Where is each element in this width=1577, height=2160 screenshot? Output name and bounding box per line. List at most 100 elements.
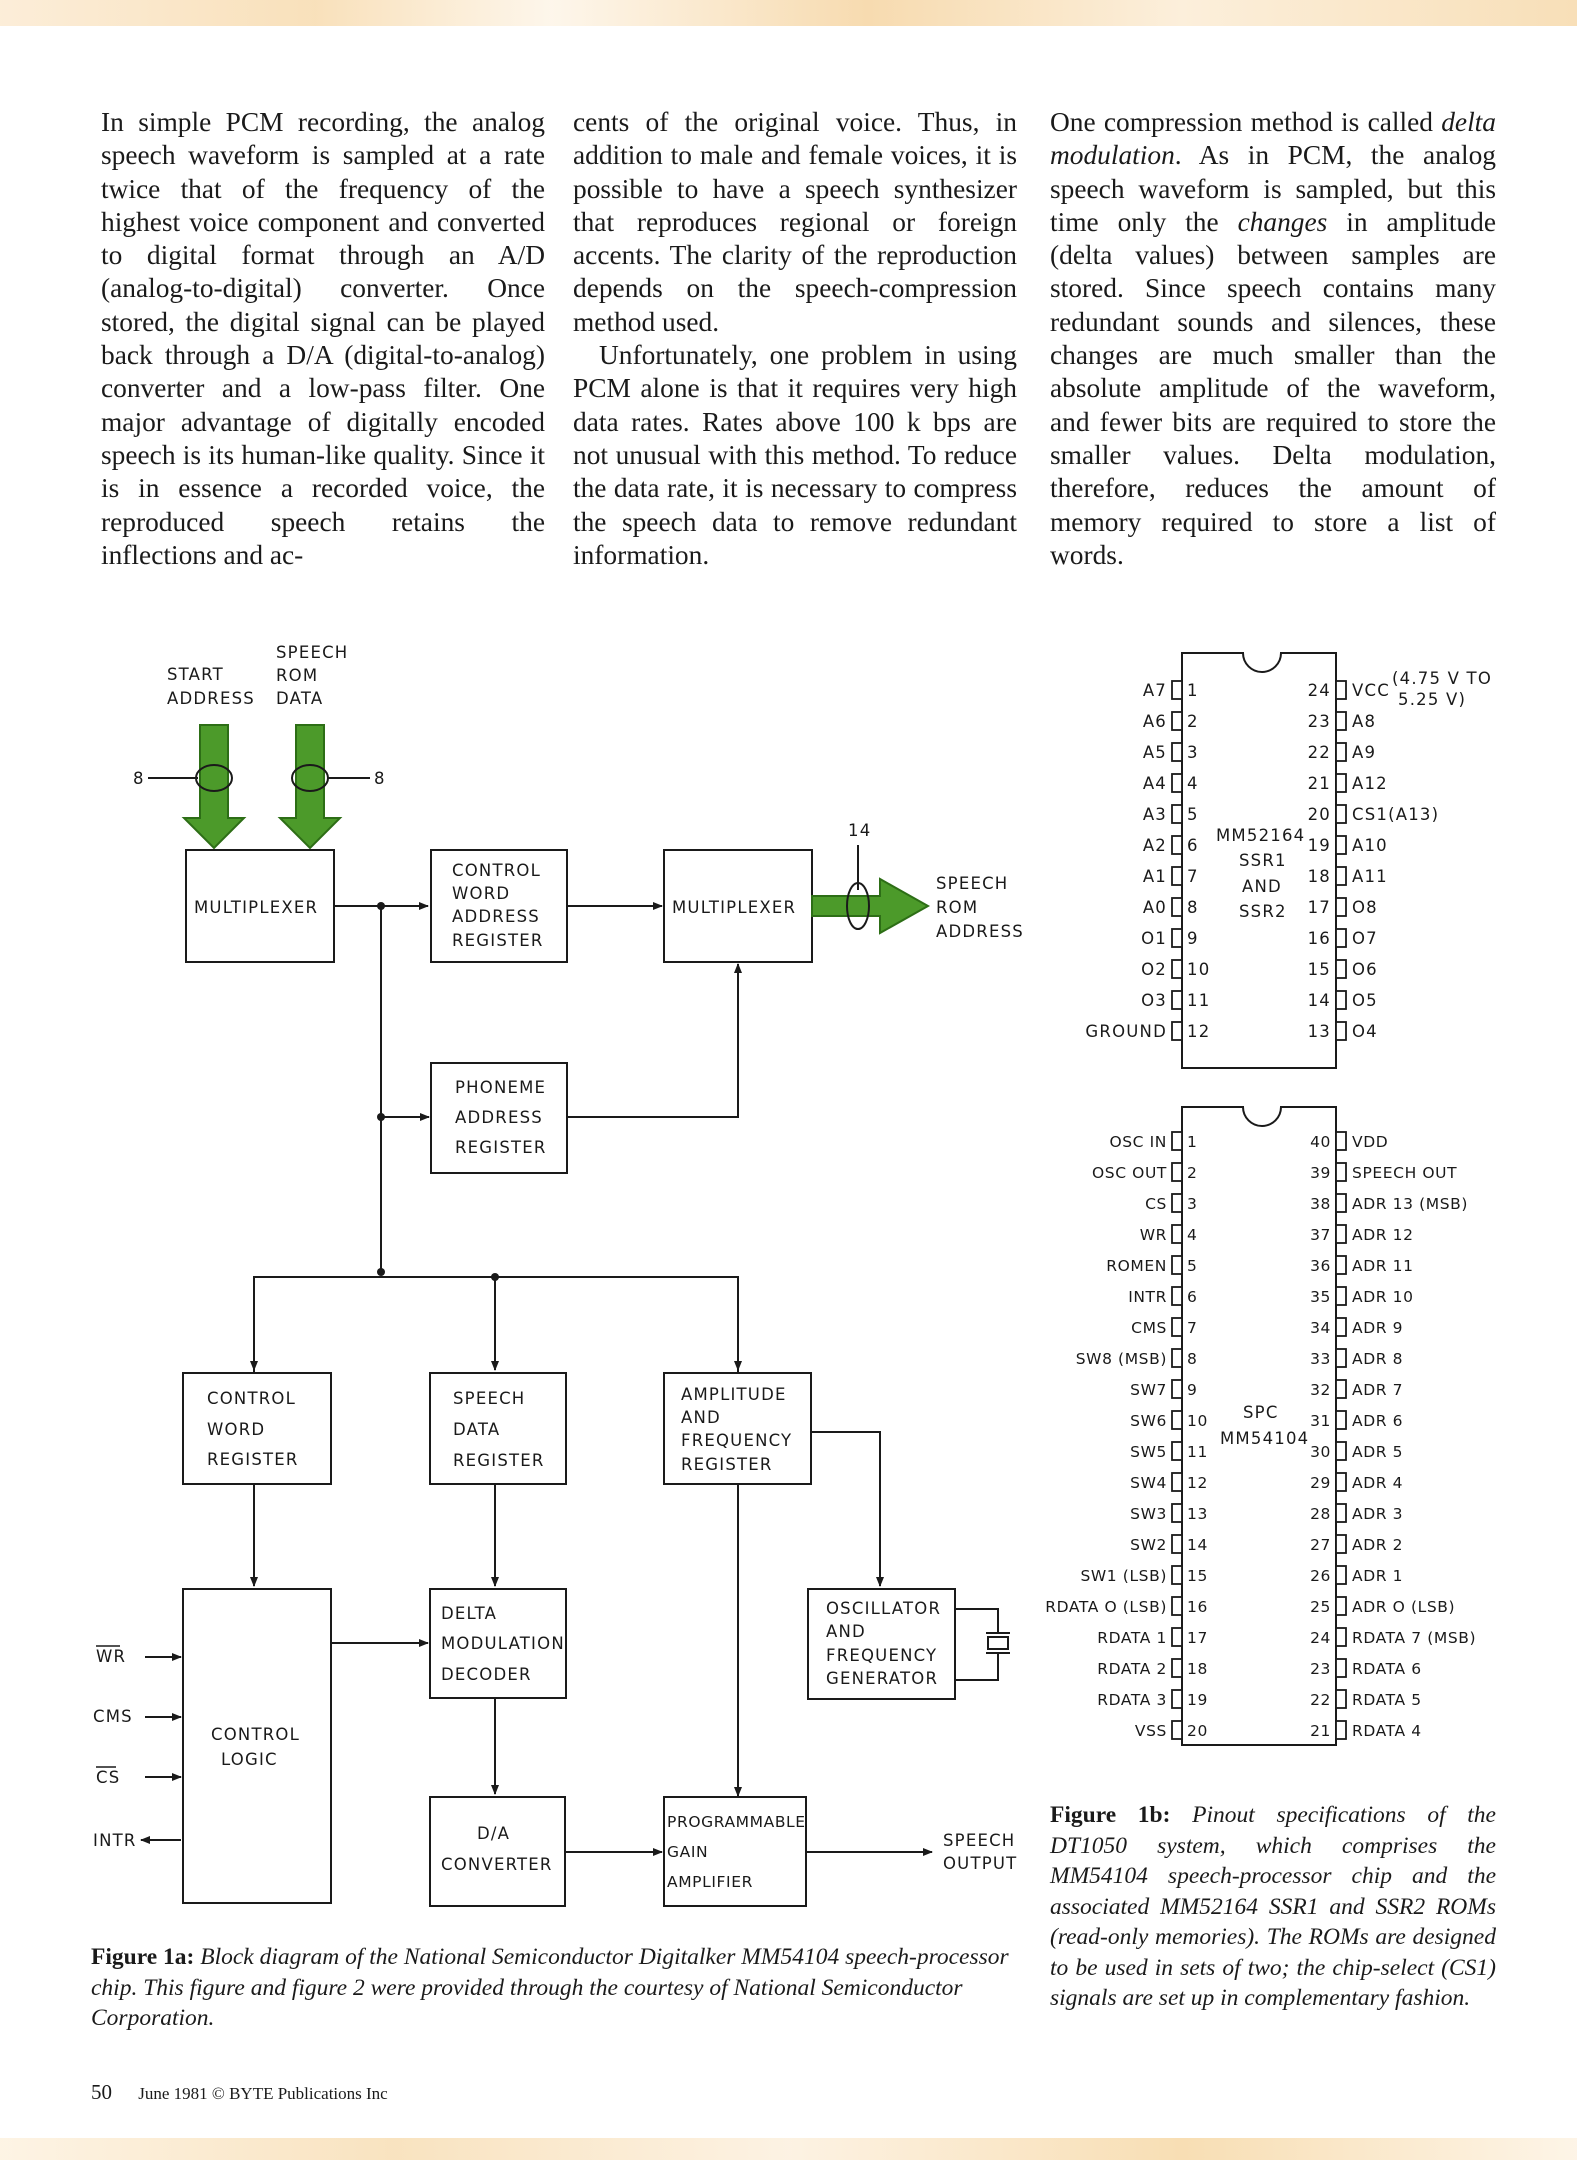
pin-name: O2 xyxy=(1141,960,1167,979)
cwr-label-3: REGISTER xyxy=(207,1450,299,1469)
cwar-label-4: REGISTER xyxy=(452,931,544,950)
pin-marker xyxy=(1335,1441,1347,1461)
pin-number: 4 xyxy=(1187,774,1199,793)
pin-name: RDATA O (LSB) xyxy=(1045,1598,1167,1616)
pin-name: ADR 4 xyxy=(1352,1474,1403,1492)
block-diagram: START ADDRESS SPEECH ROM DATA 8 8 MULTIP… xyxy=(93,643,1024,1907)
pin-number: 37 xyxy=(1310,1226,1331,1244)
pin-number: 1 xyxy=(1187,1133,1197,1151)
pin-marker xyxy=(1171,866,1183,886)
pin-number: 10 xyxy=(1187,960,1210,979)
pin-name: SW8 (MSB) xyxy=(1076,1350,1167,1368)
pin-number: 5 xyxy=(1187,1257,1197,1275)
pin-number: 3 xyxy=(1187,743,1199,762)
ssr-name-4: SSR2 xyxy=(1239,902,1287,921)
pin-name: SW7 xyxy=(1130,1381,1167,1399)
pin-number: 32 xyxy=(1310,1381,1331,1399)
speech-rom-address-label-2: ROM xyxy=(936,898,978,917)
pin-name: ADR 9 xyxy=(1352,1319,1403,1337)
pin-marker xyxy=(1171,1596,1183,1616)
pin-marker xyxy=(1171,1131,1183,1151)
pin-name: O7 xyxy=(1352,929,1378,948)
pin-marker xyxy=(1335,1565,1347,1585)
sdr-label-2: DATA xyxy=(453,1420,500,1439)
osc-label-1: OSCILLATOR xyxy=(826,1599,941,1618)
pin-marker xyxy=(1171,1441,1183,1461)
sdr-label-1: SPEECH xyxy=(453,1389,525,1408)
pin-number: 25 xyxy=(1310,1598,1331,1616)
start-address-bus-arrow xyxy=(181,724,247,850)
pin-marker xyxy=(1171,680,1183,700)
pin-marker xyxy=(1335,1317,1347,1337)
pin-marker xyxy=(1335,1720,1347,1740)
pin-name: A2 xyxy=(1143,836,1167,855)
pin-marker xyxy=(1335,711,1347,731)
pin-number: 2 xyxy=(1187,712,1199,731)
pin-marker xyxy=(1171,1021,1183,1041)
control-logic-label-2: LOGIC xyxy=(221,1750,278,1769)
pin-name: RDATA 2 xyxy=(1097,1660,1167,1678)
pin-name: A7 xyxy=(1143,681,1167,700)
pin-number: 18 xyxy=(1187,1660,1208,1678)
pin-name: INTR xyxy=(1128,1288,1167,1306)
pin-marker xyxy=(1335,1472,1347,1492)
signal-cms: CMS xyxy=(93,1707,133,1726)
pin-name: RDATA 5 xyxy=(1352,1691,1422,1709)
speech-rom-address-label-3: ADDRESS xyxy=(936,922,1024,941)
pin-name: VDD xyxy=(1352,1133,1388,1151)
pin-number: 17 xyxy=(1308,898,1331,917)
pin-marker xyxy=(1335,1410,1347,1430)
pin-name: A10 xyxy=(1352,836,1388,855)
bus-width-right: 8 xyxy=(374,769,386,788)
pin-number: 39 xyxy=(1310,1164,1331,1182)
ssr-name-3: AND xyxy=(1242,877,1282,896)
spc-name-2: MM54104 xyxy=(1220,1429,1309,1448)
pin-name: ADR 5 xyxy=(1352,1443,1403,1461)
pin-marker xyxy=(1171,897,1183,917)
pin-marker xyxy=(1335,1627,1347,1647)
pin-marker xyxy=(1171,1689,1183,1709)
pin-number: 11 xyxy=(1187,991,1210,1010)
pin-name: ADR 12 xyxy=(1352,1226,1414,1244)
spc-name-1: SPC xyxy=(1243,1403,1279,1422)
pin-name: RDATA 4 xyxy=(1352,1722,1422,1740)
speech-rom-data-label-3: DATA xyxy=(276,689,323,708)
pin-name: ADR 13 (MSB) xyxy=(1352,1195,1468,1213)
pga-label-2: GAIN xyxy=(667,1843,708,1861)
pin-marker xyxy=(1171,1472,1183,1492)
pin-number: 9 xyxy=(1187,929,1199,948)
da-converter-box xyxy=(429,1796,566,1907)
paragraph: Unfortunately, one problem in using PCM … xyxy=(573,340,1017,570)
speech-rom-data-label-2: ROM xyxy=(276,666,318,685)
pin-number: 16 xyxy=(1308,929,1331,948)
pin-name: RDATA 3 xyxy=(1097,1691,1167,1709)
pin-marker xyxy=(1335,928,1347,948)
osc-label-3: FREQUENCY xyxy=(826,1646,937,1665)
page-top-edge xyxy=(0,0,1577,26)
pin-marker xyxy=(1171,1565,1183,1585)
pin-name: SW6 xyxy=(1130,1412,1167,1430)
pin-marker xyxy=(1335,897,1347,917)
pin-name: ADR 11 xyxy=(1352,1257,1414,1275)
sdr-label-3: REGISTER xyxy=(453,1451,545,1470)
pin-name: ADR 2 xyxy=(1352,1536,1403,1554)
ssr-chip-body xyxy=(1181,652,1337,1069)
pin-marker xyxy=(1171,1503,1183,1523)
pin-number: 24 xyxy=(1310,1629,1331,1647)
pin-marker xyxy=(1335,1658,1347,1678)
pin-number: 10 xyxy=(1187,1412,1208,1430)
pin-marker xyxy=(1171,1658,1183,1678)
pin-marker xyxy=(1171,711,1183,731)
pin-marker xyxy=(1171,835,1183,855)
speech-rom-data-label-1: SPEECH xyxy=(276,643,348,662)
pin-marker xyxy=(1335,1379,1347,1399)
pin-number: 30 xyxy=(1310,1443,1331,1461)
pin-marker xyxy=(1171,1410,1183,1430)
pin-number: 3 xyxy=(1187,1195,1197,1213)
pin-marker xyxy=(1171,1534,1183,1554)
pin-number: 8 xyxy=(1187,898,1199,917)
pin-marker xyxy=(1171,1720,1183,1740)
pin-marker xyxy=(1171,959,1183,979)
bus-width-left: 8 xyxy=(133,769,145,788)
pin-name: A12 xyxy=(1352,774,1388,793)
